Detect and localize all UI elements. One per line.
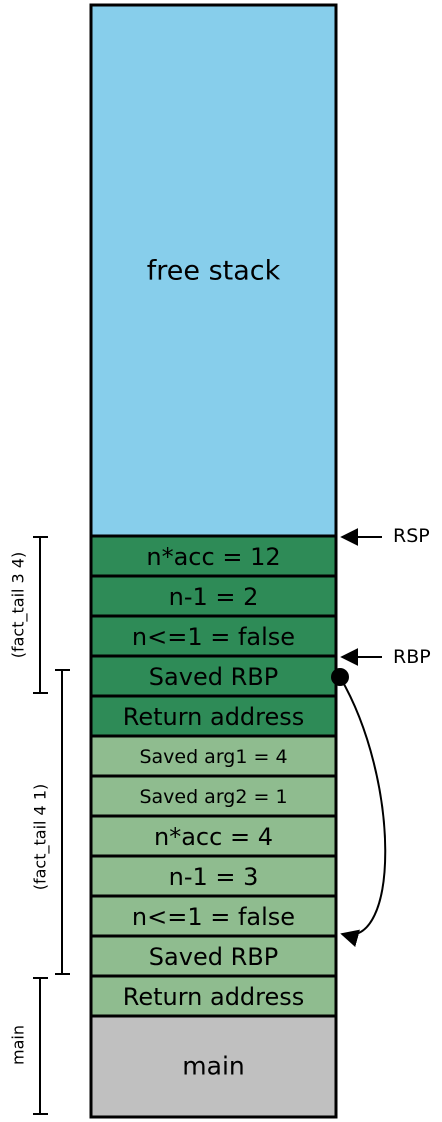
stack-cell-label: n<=1 = false xyxy=(132,903,295,931)
stack-cell-label: Saved arg2 = 1 xyxy=(139,786,287,808)
stack-cell-label: n<=1 = false xyxy=(132,623,295,651)
saved-rbp-link xyxy=(331,668,387,947)
stack-cell-label: Return address xyxy=(123,983,305,1011)
stack-cell xyxy=(89,694,338,738)
main-block-label: main xyxy=(182,1052,244,1081)
frame-label-fact-tail-3-4: (fact_tail 3 4) xyxy=(9,552,29,659)
rbp-label: RBP xyxy=(393,646,431,668)
main-region: main xyxy=(89,1014,338,1119)
free-stack-label: free stack xyxy=(147,256,281,287)
stack-cell-label: Return address xyxy=(123,703,305,731)
stack-cell-label: n*acc = 12 xyxy=(146,543,280,571)
rsp-pointer: RSP xyxy=(340,525,430,547)
stack-cell-label: Saved arg1 = 4 xyxy=(139,746,287,768)
frame-bracket-main: main xyxy=(9,977,48,1115)
stack-cell-label: Saved RBP xyxy=(149,943,278,971)
frame-bracket-fact-tail-3-4: (fact_tail 3 4) xyxy=(9,536,48,694)
main-block xyxy=(89,1014,338,1119)
frame-label-fact-tail-4-1: (fact_tail 4 1) xyxy=(31,784,51,891)
stack-cell xyxy=(89,854,338,898)
stack-cell xyxy=(89,614,338,658)
stack-cell-label: n-1 = 2 xyxy=(169,583,259,611)
stack-cell xyxy=(89,774,338,818)
stack-cell-label: n*acc = 4 xyxy=(154,823,273,851)
stack-cell-label: n-1 = 3 xyxy=(169,863,259,891)
stack-cell xyxy=(89,894,338,938)
free-stack-block xyxy=(89,3,338,538)
stack-cell xyxy=(89,934,338,978)
rbp-pointer: RBP xyxy=(340,646,431,668)
frame-label-main: main xyxy=(9,1025,28,1065)
saved-rbp-link-arrow xyxy=(339,676,387,947)
free-stack-region: free stack xyxy=(89,3,338,538)
stack-cell-label: Saved RBP xyxy=(149,663,278,691)
frame-bracket-fact-tail-4-1: (fact_tail 4 1) xyxy=(31,669,70,975)
rsp-label: RSP xyxy=(393,525,430,547)
